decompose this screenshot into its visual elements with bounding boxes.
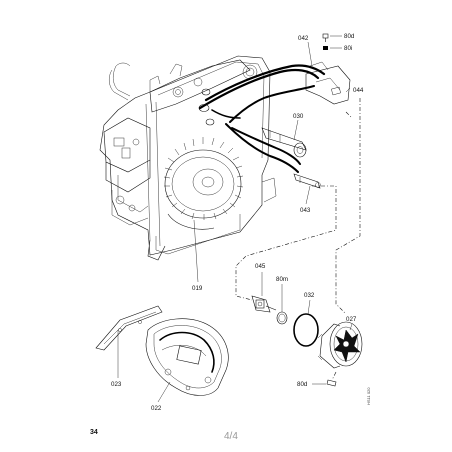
- label-043: 043: [300, 207, 311, 214]
- drawing-code: HS11 020: [366, 387, 371, 406]
- sensor-030-drawing: [261, 127, 307, 158]
- label-023: 023: [111, 381, 122, 388]
- label-022: 022: [151, 405, 162, 412]
- label-044: 044: [353, 87, 364, 94]
- label-030: 030: [293, 113, 304, 120]
- label-80m: 80m: [276, 276, 288, 283]
- connector-044-drawing: [305, 61, 351, 105]
- label-80d-bottom: 80d: [297, 381, 308, 388]
- label-80i: 80i: [344, 45, 352, 52]
- assembly-center-lines: [235, 98, 361, 381]
- air-shutter-drawing: [95, 305, 229, 396]
- label-80d-top: 80d: [344, 33, 355, 40]
- screws-top-drawing: [322, 33, 329, 50]
- label-032: 032: [304, 292, 315, 299]
- electrode-043-drawing: [293, 173, 321, 189]
- page-number: 34: [90, 429, 98, 436]
- main-housing-drawing: [99, 55, 277, 261]
- blower-wheel-drawing: [163, 137, 244, 230]
- page-index: 4/4: [224, 431, 238, 442]
- label-027: 027: [346, 316, 357, 323]
- leader-lines: [117, 35, 353, 403]
- burner-head-parts-drawing: [251, 295, 363, 387]
- label-042: 042: [298, 35, 309, 42]
- label-045: 045: [255, 263, 266, 270]
- wiring-harness-drawing: [198, 64, 326, 173]
- label-019: 019: [192, 285, 203, 292]
